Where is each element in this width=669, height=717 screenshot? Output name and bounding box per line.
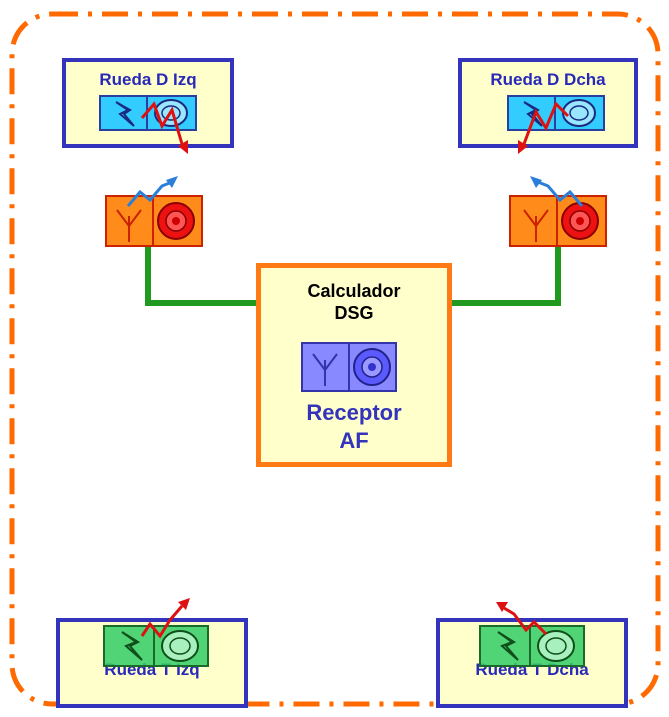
wheel-sensor-icon bbox=[507, 95, 605, 131]
signal-wave-icon bbox=[522, 101, 570, 145]
tire-icon bbox=[353, 348, 391, 386]
signal-wave-icon bbox=[537, 180, 584, 207]
wheel-label-front-right: Rueda D Dcha bbox=[490, 70, 606, 89]
signal-wave-icon bbox=[140, 605, 184, 639]
calculator-title-line1: Calculador bbox=[307, 281, 401, 301]
wheel-label-front-left: Rueda D Izq bbox=[99, 70, 197, 89]
receiver-label-line1: Receptor bbox=[306, 400, 402, 425]
wheel-sensor-icon bbox=[479, 625, 585, 667]
tire-icon bbox=[561, 202, 599, 240]
antenna-icon bbox=[116, 209, 142, 242]
receiver-label-line2: AF bbox=[339, 428, 369, 453]
antenna-unit-left bbox=[105, 176, 203, 247]
signal-wave-icon bbox=[126, 180, 173, 207]
link-right bbox=[450, 245, 561, 306]
link-left bbox=[145, 245, 260, 306]
antenna-unit-right bbox=[509, 176, 607, 247]
tire-icon bbox=[157, 202, 195, 240]
wheel-sensor-icon bbox=[103, 625, 209, 667]
calculator-title-line2: DSG bbox=[334, 303, 374, 323]
signal-wave-icon bbox=[503, 606, 548, 636]
receiver-icon bbox=[301, 342, 397, 392]
signal-wave-icon bbox=[140, 101, 184, 145]
antenna-icon bbox=[312, 353, 338, 386]
antenna-icon bbox=[523, 209, 549, 242]
